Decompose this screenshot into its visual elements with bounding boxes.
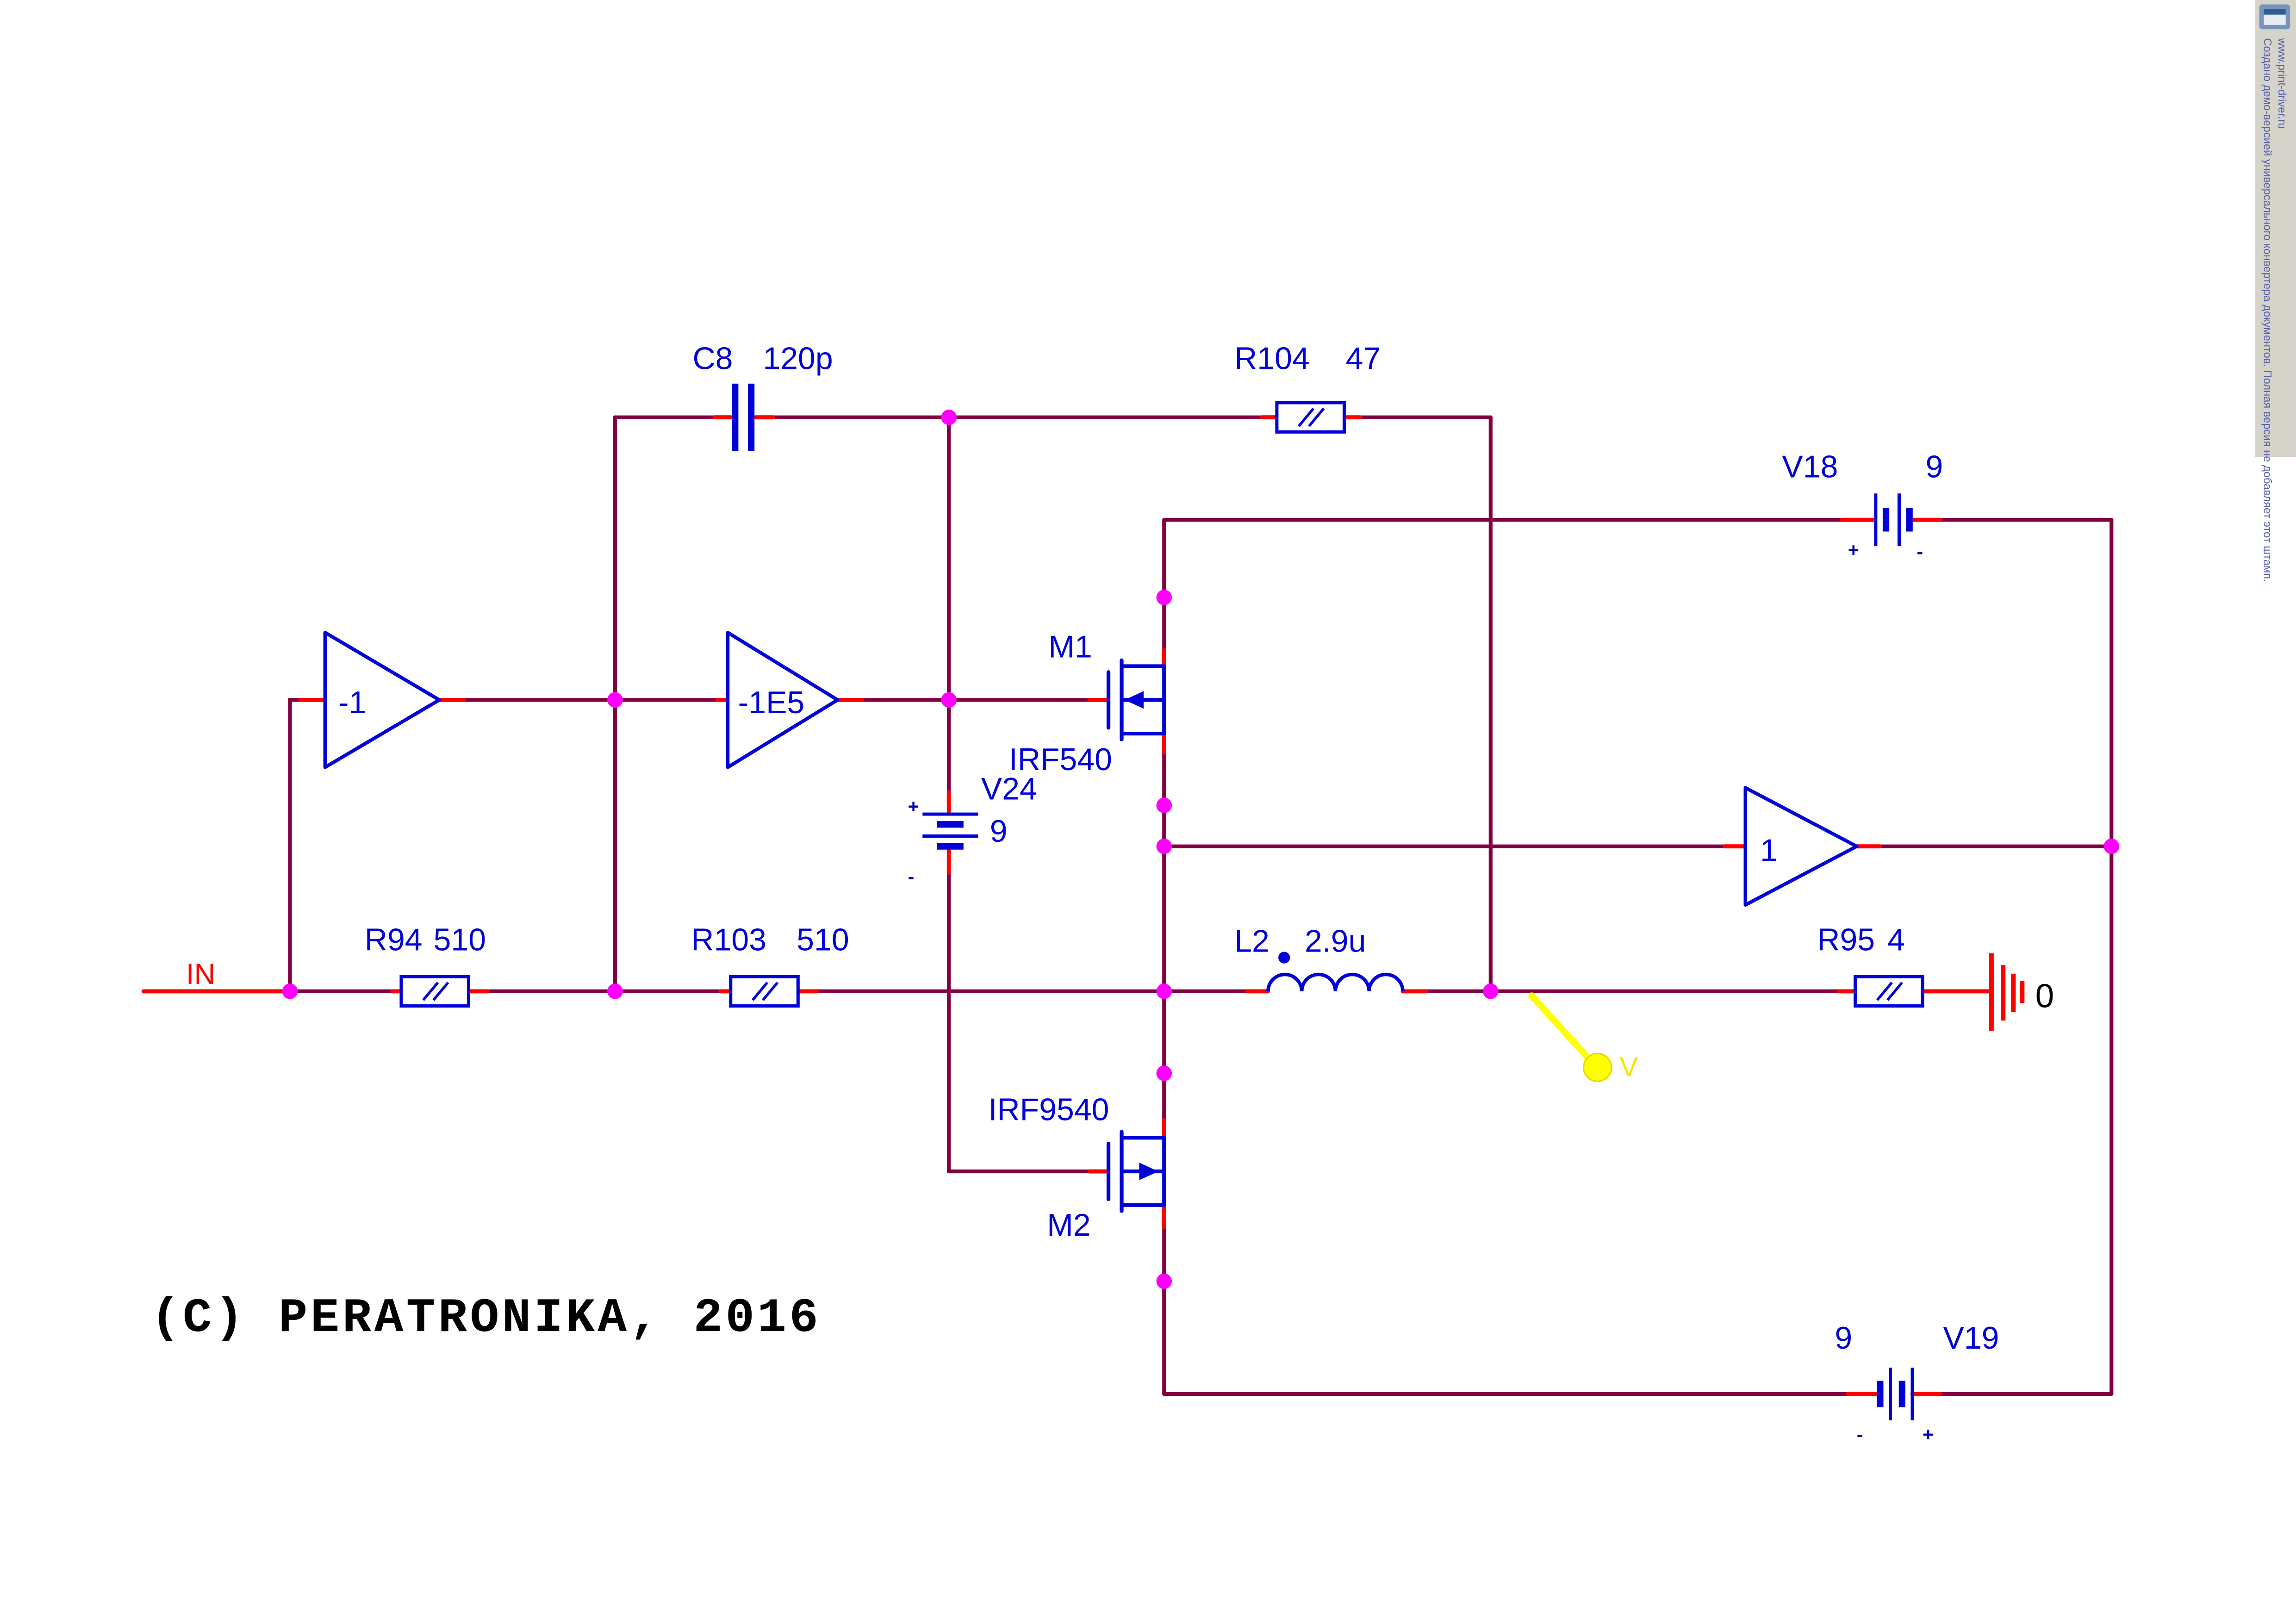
junction-dot bbox=[607, 692, 623, 708]
wire-network[interactable] bbox=[288, 415, 2114, 1396]
r103-name-label: R103 bbox=[691, 922, 766, 957]
r94-value-label: 510 bbox=[434, 922, 486, 957]
r95-hatch bbox=[1876, 982, 1904, 1001]
junction-dot bbox=[1156, 797, 1172, 813]
v18-battery[interactable] bbox=[1874, 493, 1913, 547]
r95-resistor[interactable] bbox=[1854, 975, 1924, 1008]
probe-needle bbox=[1528, 992, 1592, 1062]
component-labels: C8 120p R104 47 V18 9 + - -1 -1E5 1 M1 I… bbox=[186, 341, 2054, 1445]
v24-name-label: V24 bbox=[981, 771, 1037, 806]
m2-name-label: M2 bbox=[1047, 1207, 1091, 1243]
v24-plus-sign: + bbox=[908, 796, 919, 817]
m2-model-label: IRF9540 bbox=[989, 1092, 1109, 1127]
v18-plus-sign: + bbox=[1848, 539, 1859, 560]
amp-buffer[interactable] bbox=[1743, 786, 1859, 907]
r104-value-label: 47 bbox=[1346, 341, 1381, 376]
v19-value-label: 9 bbox=[1835, 1320, 1852, 1356]
r103-hatch bbox=[752, 982, 779, 1001]
junction-dot bbox=[941, 692, 957, 708]
stamp-icon-titlebar bbox=[2264, 8, 2286, 15]
r94-name-label: R94 bbox=[365, 922, 423, 957]
amp-inverter[interactable] bbox=[323, 630, 442, 769]
l2-polarity-dot bbox=[1278, 952, 1290, 964]
r104-name-label: R104 bbox=[1234, 341, 1310, 376]
junction-dot bbox=[1156, 1273, 1172, 1289]
v24-battery[interactable] bbox=[922, 812, 978, 850]
l2-value-label: 2.9u bbox=[1305, 923, 1366, 958]
c8-capacitor[interactable] bbox=[732, 383, 755, 451]
probe-handle[interactable] bbox=[1583, 1052, 1612, 1083]
junction-dot bbox=[282, 983, 298, 999]
r95-name-label: R95 bbox=[1817, 922, 1875, 957]
amp-inverter-gain-label: -1 bbox=[338, 685, 366, 720]
m1-arrow bbox=[1124, 691, 1144, 709]
c8-value-label: 120p bbox=[763, 341, 833, 376]
v19-name-label: V19 bbox=[1943, 1320, 1999, 1356]
r103-resistor[interactable] bbox=[729, 975, 800, 1008]
r103-body bbox=[729, 975, 800, 1008]
m2-arrow bbox=[1139, 1163, 1158, 1181]
r94-hatch bbox=[422, 982, 449, 1001]
l2-name-label: L2 bbox=[1234, 923, 1269, 958]
amp-error-gain-label: -1E5 bbox=[738, 685, 805, 720]
m1-mosfet[interactable] bbox=[1106, 658, 1166, 741]
v19-plus-sign: + bbox=[1923, 1424, 1934, 1445]
junction-dot bbox=[2103, 838, 2120, 854]
input-net-label: IN bbox=[186, 958, 215, 990]
v19-battery[interactable] bbox=[1877, 1367, 1914, 1420]
r104-hatch bbox=[1298, 407, 1325, 427]
v18-minus-sign: - bbox=[1916, 541, 1923, 562]
probe-label: V bbox=[1619, 1051, 1638, 1082]
r95-value-label: 4 bbox=[1887, 922, 1905, 957]
junction-dot bbox=[1156, 1065, 1172, 1081]
junction-dot bbox=[941, 409, 957, 425]
junction-dot bbox=[1483, 983, 1499, 999]
v18-name-label: V18 bbox=[1782, 449, 1838, 484]
amp-inverter-triangle bbox=[323, 630, 442, 769]
junction-dot bbox=[1156, 983, 1172, 999]
demo-stamp: Создано демо-версией универсального конв… bbox=[2255, 0, 2296, 582]
r94-body bbox=[399, 975, 470, 1008]
r104-resistor[interactable] bbox=[1275, 401, 1346, 434]
voltage-probe[interactable]: V bbox=[1528, 992, 1638, 1083]
v18-value-label: 9 bbox=[1925, 449, 1943, 484]
m1-model-label: IRF540 bbox=[1009, 742, 1112, 777]
ground-net-label: 0 bbox=[2035, 977, 2054, 1015]
junction-dot bbox=[1156, 590, 1172, 605]
v24-value-label: 9 bbox=[990, 814, 1008, 849]
c8-name-label: C8 bbox=[693, 341, 733, 376]
copyright-text: (C) PERATRONIKA, 2016 bbox=[151, 1291, 821, 1346]
converter-stamp-icon bbox=[2259, 4, 2290, 30]
r104-body bbox=[1275, 401, 1346, 434]
r94-resistor[interactable] bbox=[399, 975, 470, 1008]
r103-value-label: 510 bbox=[796, 922, 849, 957]
m2-mosfet[interactable] bbox=[1106, 1130, 1166, 1213]
v19-minus-sign: - bbox=[1857, 1424, 1863, 1445]
junction-dot bbox=[607, 983, 623, 999]
junction-dots bbox=[282, 409, 2120, 1289]
v24-minus-sign: - bbox=[908, 866, 915, 887]
stamp-text-line2: www.print-driver.ru bbox=[2276, 37, 2288, 129]
m1-name-label: M1 bbox=[1048, 629, 1092, 665]
amp-buffer-triangle bbox=[1743, 786, 1859, 907]
amp-buffer-gain-label: 1 bbox=[1760, 833, 1778, 868]
r95-body bbox=[1854, 975, 1924, 1008]
terminal-stubs[interactable] bbox=[141, 415, 1991, 1396]
junction-dot bbox=[1156, 838, 1172, 854]
amp-error[interactable] bbox=[726, 630, 840, 769]
ground-symbol[interactable] bbox=[1989, 953, 2025, 1031]
amp-error-triangle bbox=[726, 630, 840, 769]
stamp-text-line1: Создано демо-версией универсального конв… bbox=[2261, 38, 2273, 582]
stamp-strip-background bbox=[2255, 0, 2296, 457]
